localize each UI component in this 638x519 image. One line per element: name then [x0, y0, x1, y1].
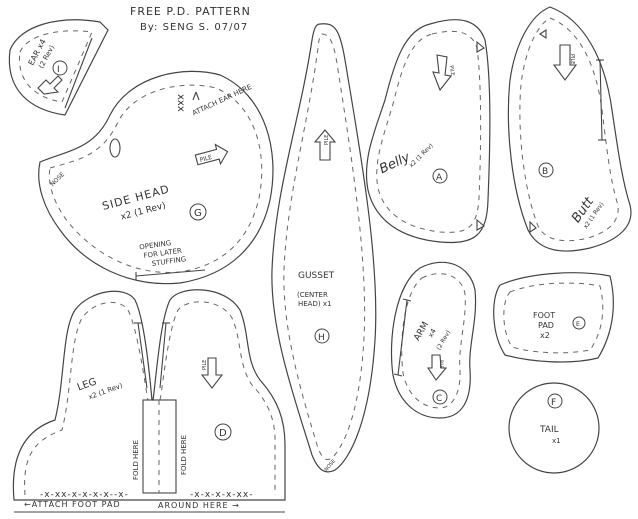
fold-note-right: FOLD HERE — [180, 435, 188, 475]
gusset-qty-2: HEAD) x1 — [298, 300, 331, 308]
tail-id-circle — [547, 393, 563, 409]
butt-id: B — [542, 167, 548, 177]
side-head-pile-label: PILE — [199, 154, 213, 164]
leg-id: D — [219, 428, 227, 439]
ear-pile-arrow-icon — [37, 75, 63, 95]
arm-pile-arrow: PILE — [426, 354, 448, 381]
foot-attach-marks-right: -x-x-x-x-xx- — [190, 490, 253, 500]
opening-bracket — [135, 269, 206, 280]
tail-id: F — [551, 398, 556, 408]
ear-id: I — [57, 65, 60, 75]
butt-pile-arrow: PILE — [552, 44, 578, 81]
pile-arrow-icon — [432, 54, 453, 92]
piece-leg: FOLD HERE FOLD HERE LEG x2 (1 Rev) PILE … — [12, 289, 286, 513]
leg-pile-label: PILE — [202, 360, 208, 370]
tail-qty: x1 — [552, 437, 561, 445]
arm-qty-1: x4 — [427, 327, 438, 339]
pile-arrow-icon — [552, 44, 578, 81]
piece-arm: ARM x4 (2 Rev) PILE C — [390, 261, 477, 419]
header: FREE P.D. PATTERN By: SENG S. 07/07 — [130, 5, 251, 33]
attach-note-right: AROUND HERE → — [158, 501, 240, 510]
piece-tail: F TAIL x1 — [508, 382, 600, 474]
gusset-pile-arrow: PILE — [313, 129, 337, 161]
pile-arrow-icon — [200, 357, 224, 389]
gusset-id-circle — [314, 328, 330, 344]
pattern-title: FREE P.D. PATTERN — [130, 5, 251, 18]
tail-label: TAIL — [539, 425, 559, 435]
foot-pad-id: E — [576, 321, 580, 328]
eye-marker-icon — [109, 138, 121, 158]
foot-attach-marks-left: -x-xx-x-x-x-x--x- — [40, 490, 129, 500]
piece-butt: PILE B Butt x2 (1 Rev) — [507, 6, 632, 252]
notch-marks — [476, 40, 485, 231]
attach-note-left: ←ATTACH FOOT PAD — [24, 500, 121, 509]
belly-id-circle — [432, 168, 448, 184]
butt-pile-label: PILE — [569, 54, 575, 64]
leg-id-circle — [214, 423, 232, 441]
gusset-id: H — [318, 333, 325, 343]
arm-pile-label: PILE — [439, 360, 444, 369]
pattern-byline: By: SENG S. 07/07 — [140, 22, 248, 33]
leg-pile-arrow: PILE — [200, 357, 224, 389]
belly-id: A — [436, 173, 443, 183]
piece-gusset: PILE GUSSET (CENTER HEAD) x1 H NOSE — [271, 23, 377, 473]
side-head-id: G — [194, 208, 202, 219]
foot-pad-label-1: FOOT — [533, 311, 555, 320]
butt-id-circle — [538, 162, 554, 178]
belly-pile-arrow: PILE — [432, 54, 456, 92]
ear-attach-marks: xxx — [175, 94, 186, 112]
arm-id-circle — [432, 389, 448, 405]
belly-pile-label: PILE — [448, 65, 456, 76]
foot-pad-label-2: PAD — [538, 321, 554, 330]
attach-arrow-icon — [192, 91, 200, 101]
pile-arrow-icon — [194, 143, 229, 166]
piece-belly: PILE Belly x2 (1 Rev) A — [365, 19, 491, 244]
side-head-pile-arrow: PILE — [194, 143, 229, 166]
ear-id-circle — [52, 60, 68, 76]
gusset-qty-1: (CENTER — [297, 291, 328, 299]
gusset-pile-label: PILE — [324, 135, 330, 145]
notch-marks — [529, 28, 547, 234]
foot-pad-qty: x2 — [540, 331, 550, 340]
piece-ear: EAR x4 (2 Rev) I — [8, 19, 109, 116]
arm-id: C — [436, 394, 442, 404]
pile-arrow-icon — [313, 129, 337, 161]
foot-pad-id-circle — [572, 316, 586, 330]
gusset-label: GUSSET — [298, 271, 335, 281]
piece-foot-pad: FOOT PAD x2 E — [493, 272, 614, 363]
pile-arrow-icon — [426, 354, 448, 381]
side-head-id-circle — [189, 203, 207, 221]
piece-side-head: NOSE xxx ATTACH EAR HERE PILE SIDE HEAD … — [38, 70, 274, 285]
fold-note-left: FOLD HERE — [132, 440, 140, 480]
